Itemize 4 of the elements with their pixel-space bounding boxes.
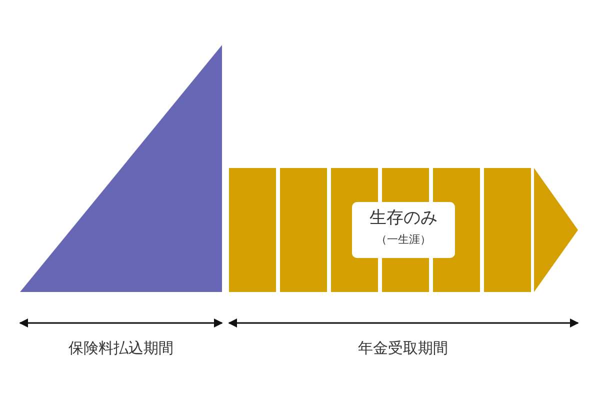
period-label: 年金受取期間 xyxy=(358,339,448,358)
period-label: 保険料払込期間 xyxy=(68,339,174,358)
triangle-shape xyxy=(20,45,222,292)
text-box: 生存のみ （一生涯） xyxy=(352,202,455,258)
